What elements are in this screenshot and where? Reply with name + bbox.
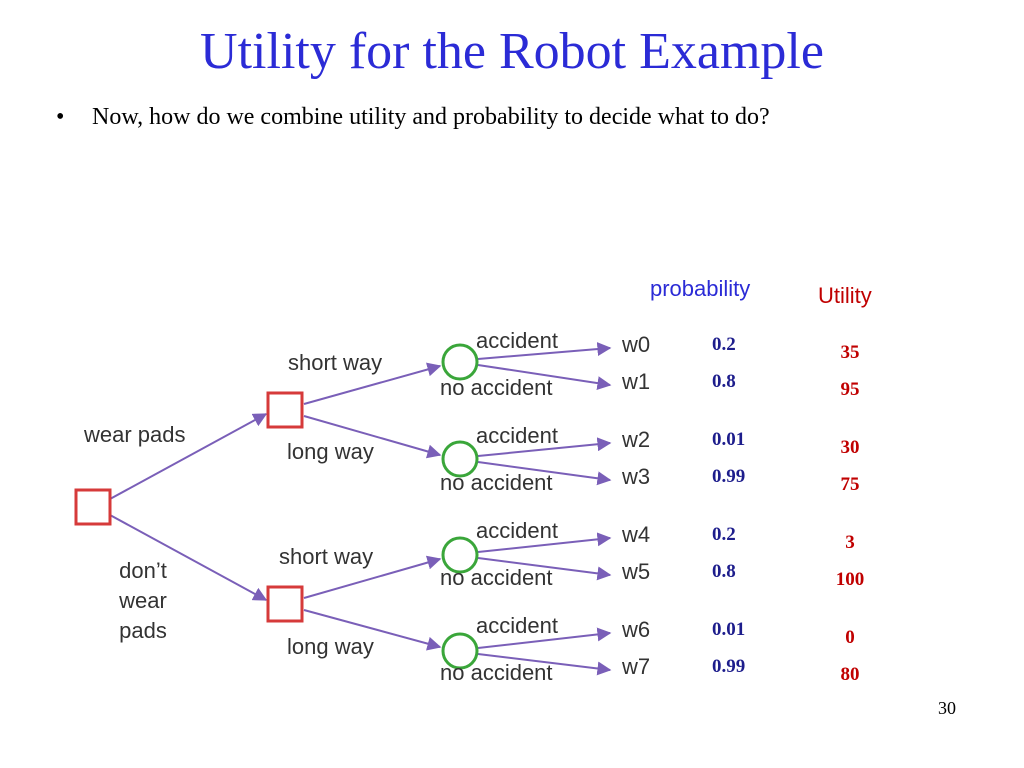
probability-value-w2: 0.01 (712, 429, 745, 450)
column-header-utility: Utility (818, 283, 872, 308)
utility-value-w1: 95 (841, 379, 860, 400)
label-no-accident-3: no accident (440, 660, 553, 685)
edge-dont-wear-pads (109, 514, 268, 601)
probability-value-w4: 0.2 (712, 524, 736, 545)
label-dont-wear-pads: don’t (119, 558, 167, 583)
edge-no-accident-2 (477, 557, 612, 581)
edge-accident-2 (477, 532, 612, 553)
edge-wear-pads (109, 413, 268, 500)
label-short-way-1: short way (279, 544, 373, 569)
chance-node-0 (441, 343, 479, 381)
edge-short-way-1 (303, 555, 442, 599)
page-number: 30 (938, 698, 956, 718)
world-name-w4: w4 (621, 522, 650, 547)
decision-node-route-1 (266, 585, 304, 623)
label-accident-2: accident (476, 518, 558, 543)
utility-value-w5: 100 (836, 569, 865, 590)
bullet-text: Now, how do we combine utility and proba… (92, 104, 770, 130)
probability-value-w1: 0.8 (712, 371, 736, 392)
probability-value-w7: 0.99 (712, 656, 745, 677)
utility-value-w4: 3 (845, 532, 855, 553)
edge-short-way-0 (303, 362, 442, 405)
tree-nodes (74, 343, 479, 670)
label-wear-pads: wear pads (83, 422, 186, 447)
edge-no-accident-1 (477, 461, 612, 486)
decision-node-root (74, 488, 112, 526)
chance-node-1 (441, 440, 479, 478)
edge-no-accident-3 (477, 653, 612, 676)
utility-value-w0: 35 (841, 342, 860, 363)
world-name-w5: w5 (621, 559, 650, 584)
world-name-w2: w2 (621, 427, 650, 452)
tree-edges (109, 342, 612, 676)
label-long-way-1: long way (287, 634, 374, 659)
probability-value-w5: 0.8 (712, 561, 736, 582)
label-no-accident-2: no accident (440, 565, 553, 590)
label-long-way-0: long way (287, 439, 374, 464)
probability-value-w3: 0.99 (712, 466, 745, 487)
edge-long-way-0 (303, 415, 442, 459)
edge-accident-0 (477, 342, 612, 360)
probability-value-w6: 0.01 (712, 619, 745, 640)
label-accident-1: accident (476, 423, 558, 448)
probability-value-w0: 0.2 (712, 334, 736, 355)
world-name-w3: w3 (621, 464, 650, 489)
utility-value-w6: 0 (845, 627, 855, 648)
chance-node-2 (441, 536, 479, 574)
label-accident-3: accident (476, 613, 558, 638)
label-short-way-0: short way (288, 350, 382, 375)
world-name-w1: w1 (621, 369, 650, 394)
label-dont-wear-pads: pads (119, 618, 167, 643)
label-no-accident-1: no accident (440, 470, 553, 495)
bullet-item: • Now, how do we combine utility and pro… (56, 104, 770, 131)
utility-value-w7: 80 (841, 664, 860, 685)
tree-labels: wear pads don’t wear pads short way long way s… (83, 328, 558, 685)
edge-accident-3 (477, 627, 612, 649)
decision-node-route-0 (266, 391, 304, 429)
column-header-probability: probability (650, 276, 750, 301)
slide-title: Utility for the Robot Example (200, 23, 824, 80)
world-name-w6: w6 (621, 617, 650, 642)
world-name-w7: w7 (621, 654, 650, 679)
label-dont-wear-pads: wear (118, 588, 167, 613)
label-no-accident-0: no accident (440, 375, 553, 400)
bullet-marker: • (56, 104, 65, 130)
edge-no-accident-0 (477, 364, 612, 391)
world-name-w0: w0 (621, 332, 650, 357)
utility-value-w3: 75 (841, 474, 860, 495)
chance-node-3 (441, 632, 479, 670)
label-accident-0: accident (476, 328, 558, 353)
edge-accident-1 (477, 437, 612, 457)
utility-value-w2: 30 (841, 437, 860, 458)
edge-long-way-1 (303, 609, 442, 651)
